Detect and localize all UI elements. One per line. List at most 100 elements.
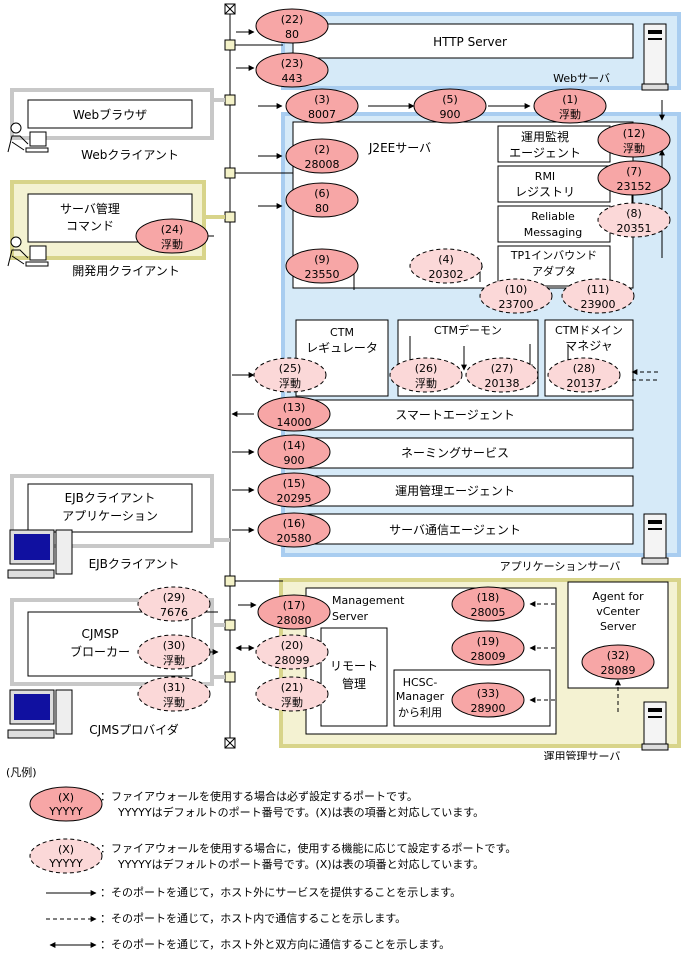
port-number: (25) <box>279 362 302 375</box>
port-number: (2) <box>314 143 330 156</box>
legend-arrow-both-text: ：そのポートを通じて，ホスト外と双方向に通信することを示します。 <box>100 938 451 951</box>
http-server-box <box>292 23 634 59</box>
cjmsp-label-1: CJMSP <box>81 627 118 641</box>
port-p2: (2) 28008 <box>285 138 359 174</box>
reliable-label-1: Reliable <box>531 210 575 223</box>
port-number: (9) <box>314 253 330 266</box>
port-p24: (24)浮動 <box>135 218 209 254</box>
port-value: 20137 <box>567 377 602 390</box>
port-number: (8) <box>626 207 642 220</box>
port-value: 23700 <box>499 298 534 311</box>
port-diagram: HTTP Server Webサーバ J2EEサーバ 運用監視 エージェント R… <box>7 3 681 760</box>
legend-optional-2: YYYYYはデフォルトのポート番号です。(X)は表の項番と対応しています。 <box>118 858 485 871</box>
tp1-label-1: TP1インバウンド <box>510 249 597 262</box>
j2ee-server-label: J2EEサーバ <box>368 141 431 155</box>
user-icon <box>7 122 49 153</box>
port-p26: (26)浮動 <box>389 357 463 393</box>
ctm-domain-label-1: CTMドメイン <box>555 324 623 337</box>
port-value: 20302 <box>429 268 464 281</box>
cjmsp-label-2: ブローカー <box>70 644 130 659</box>
port-number: (30) <box>163 639 186 652</box>
port-p6: (6)80 <box>285 182 359 218</box>
port-value: 28005 <box>471 606 506 619</box>
port-p19: (19)28009 <box>451 630 525 666</box>
port-number: (31) <box>163 681 186 694</box>
port-p23: (23)443 <box>255 52 329 88</box>
legend-arrow-out-text: ：そのポートを通じて，ホスト外にサービスを提供することを示します。 <box>100 886 462 899</box>
hcsc-label-1: HCSC- <box>403 676 438 689</box>
port-p29: (29)7676 <box>137 586 211 622</box>
port-value: 80 <box>285 28 299 41</box>
server-tower-icon <box>641 513 669 565</box>
user-icon <box>7 236 49 267</box>
naming-box <box>292 437 634 469</box>
port-value: 14000 <box>277 416 312 429</box>
port-number: (33) <box>477 687 500 700</box>
port-value: 浮動 <box>163 653 185 667</box>
server-cmd-label-2: コマンド <box>66 219 114 233</box>
port-number: (32) <box>607 649 630 662</box>
ctm-reg-label-2: レギュレータ <box>306 341 378 355</box>
port-p33: (33)28900 <box>451 682 525 718</box>
naming-label: ネーミングサービス <box>401 446 509 460</box>
port-value: 浮動 <box>163 695 185 709</box>
port-p8: (8)20351 <box>597 202 671 238</box>
port-p31: (31)浮動 <box>137 676 211 712</box>
port-number: (24) <box>161 223 184 236</box>
port-p3: (3)8007 <box>285 88 359 124</box>
port-value: 28008 <box>305 158 340 171</box>
port-number: (5) <box>442 93 458 106</box>
legend-arrow-both <box>49 942 97 948</box>
port-value: 28089 <box>601 664 636 677</box>
port-p4: (4) 20302 <box>409 248 483 284</box>
port-number: (11) <box>587 283 610 296</box>
computer-icon <box>7 689 73 739</box>
port-number: (13) <box>283 401 306 414</box>
port-number: (17) <box>283 599 306 612</box>
ejb-app-label-1: EJBクライアント <box>65 491 156 505</box>
port-value: 28080 <box>277 614 312 627</box>
computer-icon <box>7 529 73 579</box>
port-value: 浮動 <box>161 237 183 251</box>
legend-required-1: ：ファイアウォールを使用する場合は必ず設定するポートです。 <box>100 790 418 803</box>
ops-agent-label: 運用管理エージェント <box>395 483 515 498</box>
reliable-box <box>497 205 611 243</box>
server-tower-icon <box>641 23 669 91</box>
ejb-client-frame <box>10 474 214 548</box>
port-p16: (16)20580 <box>257 512 331 548</box>
port-value: 浮動 <box>281 695 303 709</box>
port-number: (22) <box>281 13 304 26</box>
ejb-client-label: EJBクライアント <box>89 557 180 571</box>
legend: (凡例) (X) YYYYY ：ファイアウォールを使用する場合は必ず設定するポー… <box>0 760 683 957</box>
port-value: 8007 <box>308 108 336 121</box>
port-number: (29) <box>163 591 186 604</box>
port-p10: (10)23700 <box>479 278 553 314</box>
dev-client-label: 開発用クライアント <box>72 264 180 278</box>
ops-server-label: 運用管理サーバ <box>544 749 621 760</box>
port-number: (18) <box>477 591 500 604</box>
web-client-label: Webクライアント <box>81 148 179 162</box>
port-number: (4) <box>438 253 454 266</box>
port-p25: (25)浮動 <box>253 357 327 393</box>
port-p27: (27)20138 <box>465 357 539 393</box>
port-value: 443 <box>282 72 303 85</box>
port-number: (16) <box>283 517 306 530</box>
port-number: (20) <box>281 639 304 652</box>
cjms-client-frame <box>10 598 214 686</box>
port-number: (21) <box>281 681 304 694</box>
reliable-label-2: Messaging <box>524 226 582 239</box>
port-value: 浮動 <box>623 141 645 155</box>
port-value: 28009 <box>471 650 506 663</box>
mgmt-server-label-1: Management <box>332 594 405 607</box>
vcenter-label-1: Agent for <box>592 590 644 603</box>
port-p5: (5)900 <box>413 88 487 124</box>
smart-agent-label: スマートエージェント <box>395 408 514 422</box>
port-number: (1) <box>562 93 578 106</box>
ctm-reg-label-1: CTM <box>330 326 354 339</box>
legend-required-2: YYYYYはデフォルトのポート番号です。(X)は表の項番と対応しています。 <box>118 806 485 819</box>
port-p14: (14)900 <box>257 434 331 470</box>
hcsc-label-3: から利用 <box>398 706 442 719</box>
port-value: 浮動 <box>279 376 301 390</box>
port-value: 23900 <box>581 298 616 311</box>
tp1-label-2: アダプタ <box>532 264 576 278</box>
